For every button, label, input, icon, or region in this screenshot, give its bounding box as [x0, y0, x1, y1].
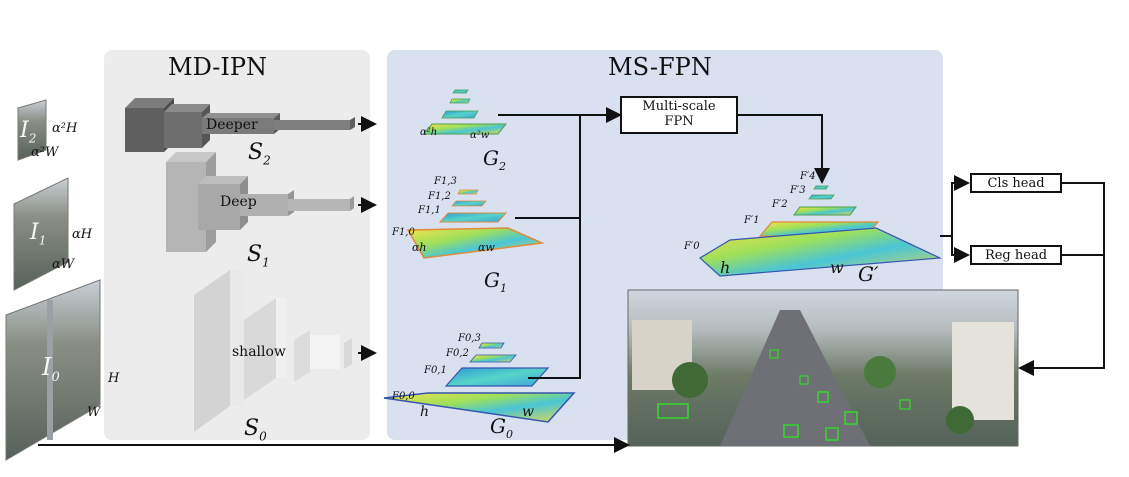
pyramid-g0: [383, 342, 576, 423]
deeper-label: Deeper: [206, 117, 258, 133]
g1-level-3-label: F1,3: [434, 176, 457, 187]
gp-level-1-label: F′1: [744, 215, 760, 226]
gp-w-label: w: [830, 258, 844, 277]
g2-h-label: α²h: [420, 127, 438, 138]
md-ipn-title: MD-IPN: [168, 53, 267, 81]
multi-scale-fpn-line1: Multi-scale: [642, 99, 716, 115]
pyramid-g2: [422, 89, 508, 135]
i2-label: I2: [20, 118, 37, 146]
g1-label: G1: [484, 268, 507, 295]
reg-head-block: Reg head: [970, 245, 1062, 265]
g0-w-label: w: [522, 404, 534, 420]
backbone-deeper: [125, 98, 355, 152]
ms-fpn-title: MS-FPN: [608, 53, 712, 81]
s0-label: S0: [244, 416, 267, 444]
gp-level-2-label: F′2: [772, 199, 788, 210]
deep-label: Deep: [220, 194, 257, 210]
g0-label: G0: [490, 414, 513, 441]
s1-label: S1: [247, 242, 270, 270]
g1-h-label: αh: [412, 241, 427, 254]
gp-level-0-label: F′0: [684, 241, 700, 252]
gp-label: G′: [858, 262, 879, 286]
i2-width-label: α²W: [31, 145, 59, 160]
g0-level-0-label: F0,0: [392, 391, 415, 402]
i0-height-label: H: [108, 371, 120, 386]
multi-scale-fpn-line2: FPN: [664, 114, 694, 129]
i0-label: I0: [42, 353, 60, 385]
g0-level-1-label: F0,1: [424, 365, 447, 376]
g0-h-label: h: [420, 404, 430, 420]
shallow-label: shallow: [232, 344, 286, 360]
i2-height-label: α²H: [52, 121, 78, 136]
s2-label: S2: [248, 140, 271, 168]
input-image-i1: [13, 177, 69, 291]
g1-level-1-label: F1,1: [418, 205, 441, 216]
gp-level-3-label: F′3: [790, 185, 806, 196]
i0-width-label: W: [87, 405, 101, 420]
cls-head-block: Cls head: [970, 173, 1062, 193]
pyramid-g1: [406, 189, 545, 259]
input-image-i2: [17, 99, 47, 161]
connectors: [38, 107, 1105, 453]
i1-label: I1: [30, 220, 47, 248]
backbone-shallow: [194, 270, 352, 432]
g2-label: G2: [483, 146, 506, 173]
gp-h-label: h: [720, 258, 731, 277]
pyramid-g-prime: [698, 185, 943, 277]
g1-level-2-label: F1,2: [428, 191, 451, 202]
g0-level-3-label: F0,3: [458, 333, 481, 344]
gp-level-4-label: F′4: [800, 171, 816, 182]
i1-height-label: αH: [72, 227, 93, 242]
i1-width-label: αW: [52, 257, 75, 272]
detection-output-image: [627, 289, 1019, 447]
multi-scale-fpn-block: Multi-scale FPN: [620, 96, 738, 134]
g1-w-label: αw: [478, 241, 495, 254]
g0-level-2-label: F0,2: [446, 348, 469, 359]
backbone-deep: [166, 152, 354, 252]
input-image-i0: [5, 279, 101, 461]
g2-w-label: α²w: [470, 130, 490, 141]
g1-level-0-label: F1,0: [392, 227, 415, 238]
